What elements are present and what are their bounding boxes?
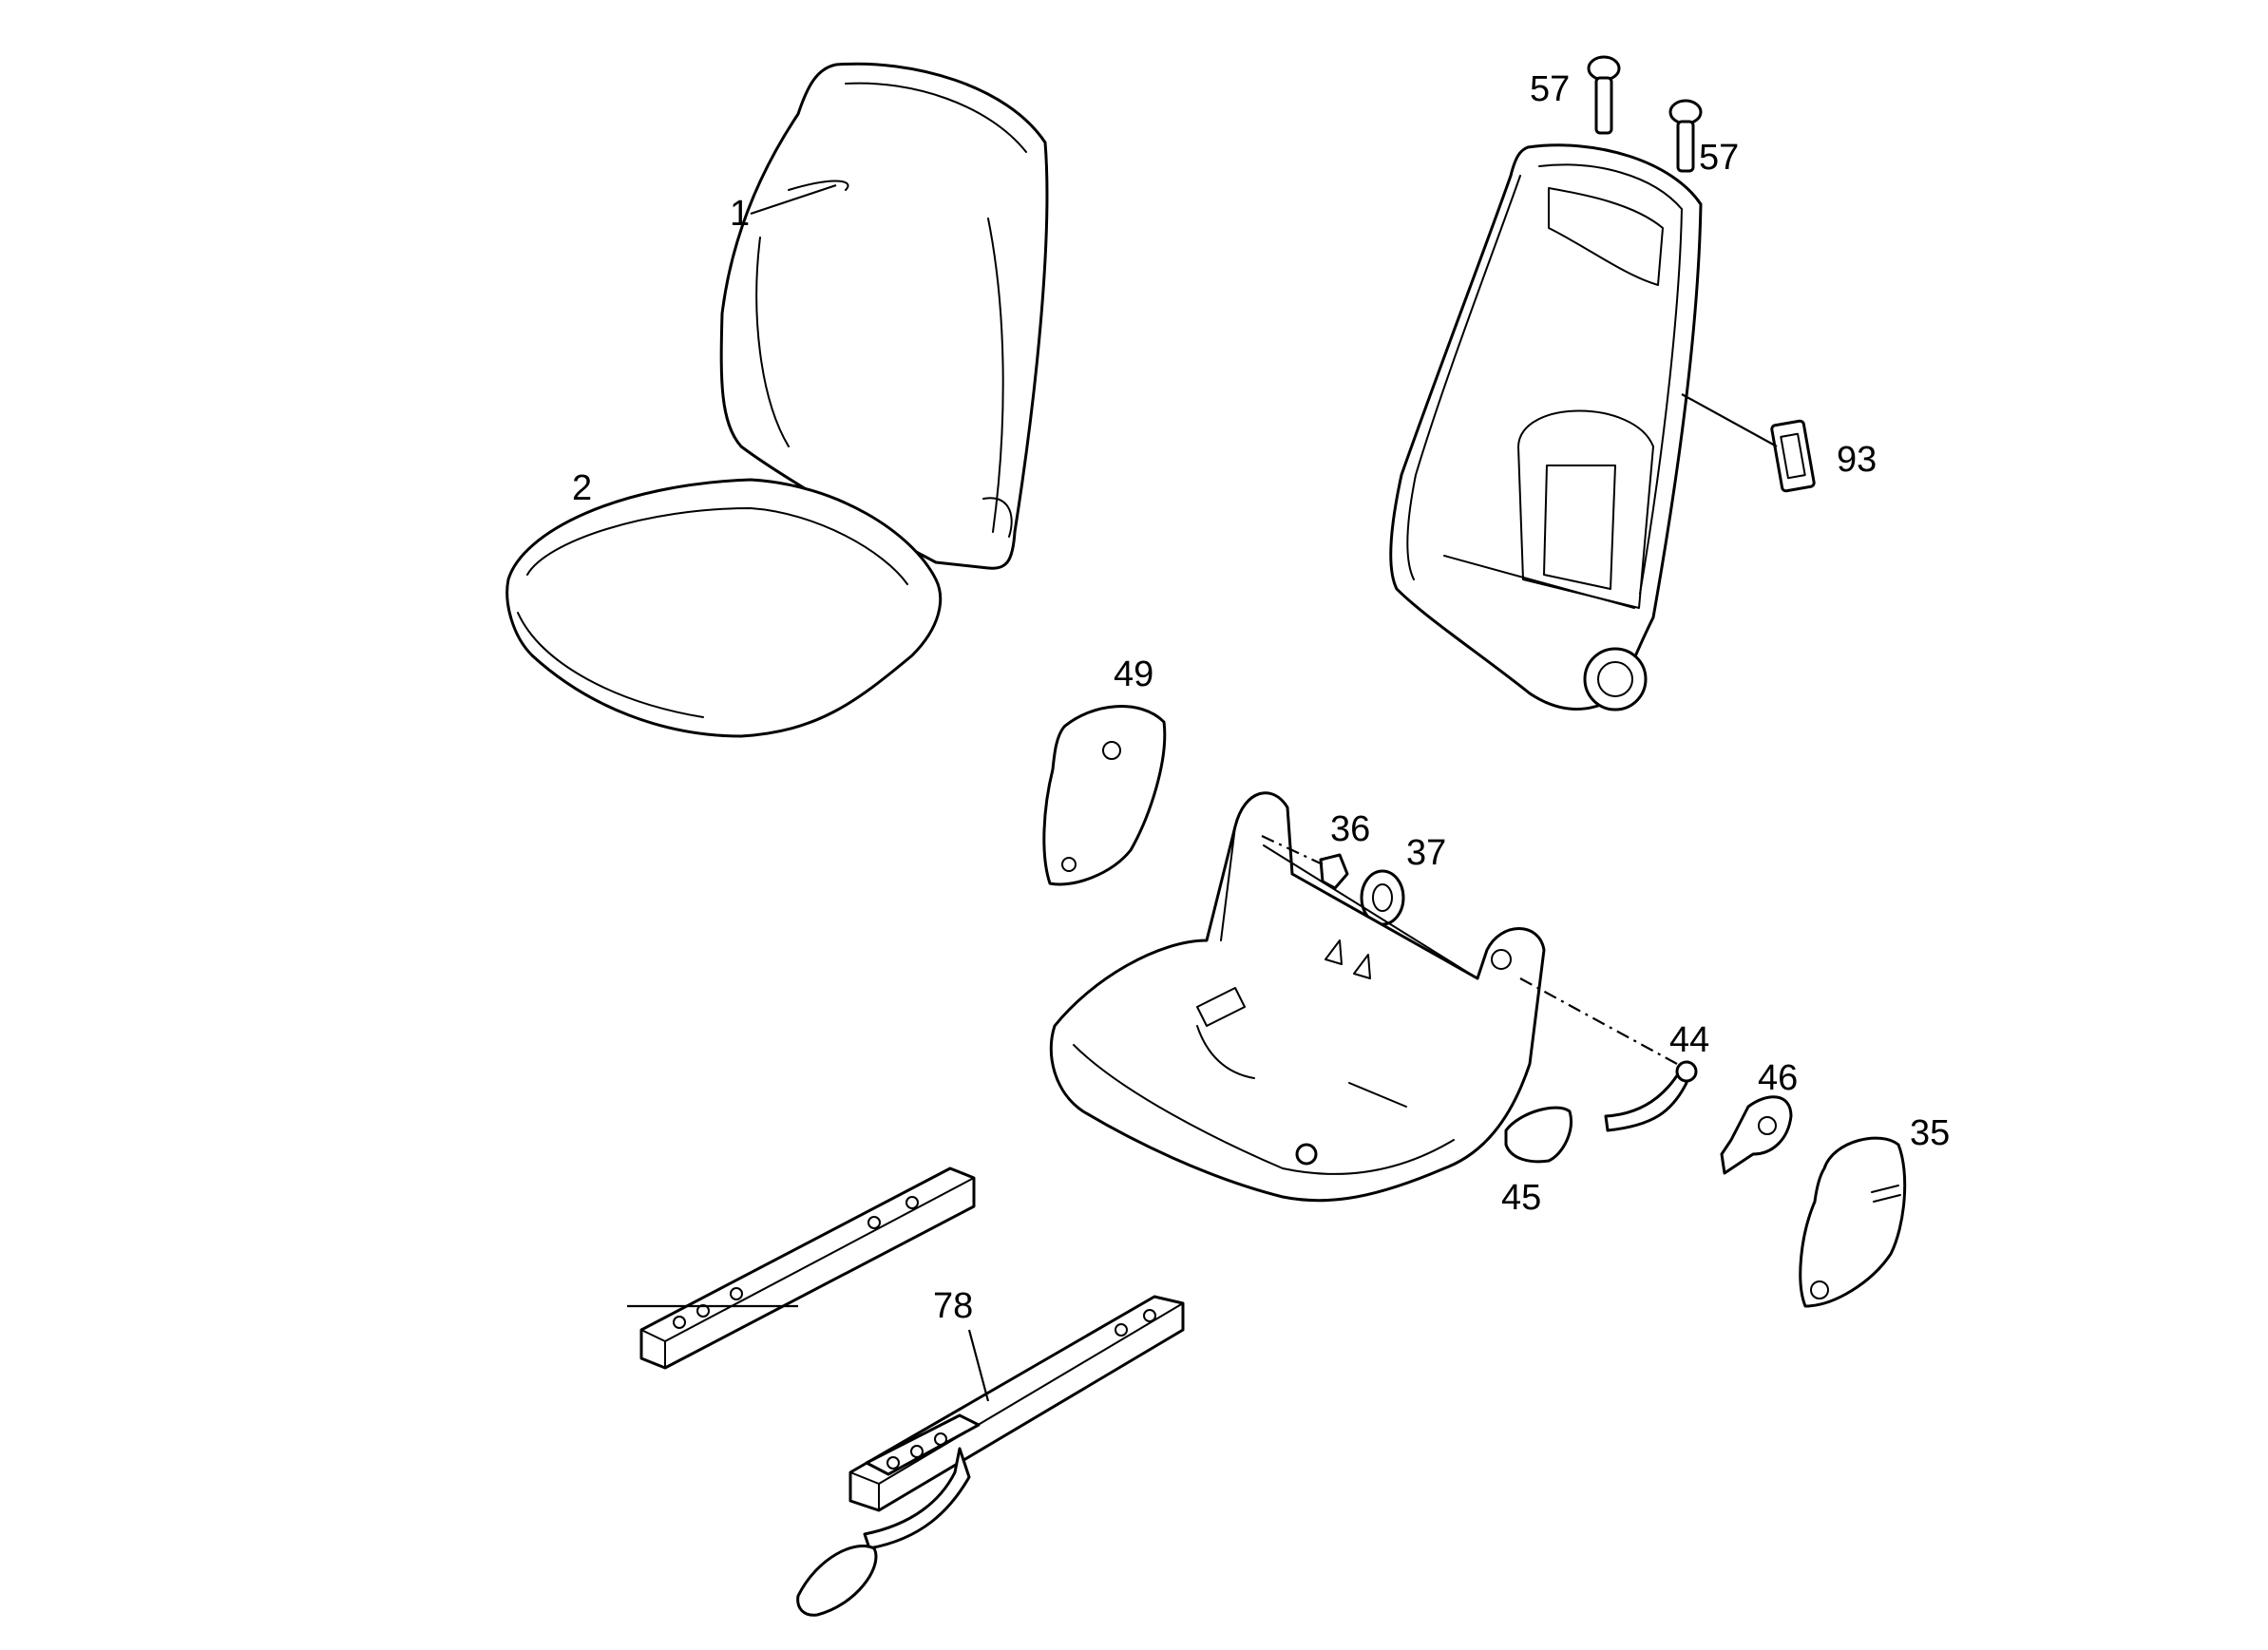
- callout-78: 78: [933, 1286, 973, 1326]
- part-45-cap: [1504, 1106, 1572, 1164]
- callout-1: 1: [730, 194, 750, 234]
- part-57-bolt-a: [1587, 55, 1621, 135]
- part-35-side-panel: [1799, 1136, 1907, 1308]
- part-57-bolt-b: [1668, 99, 1703, 173]
- callout-35: 35: [1910, 1113, 1950, 1153]
- callout-labels: 1 2 57 57 93 49 36 37 44 46 35 45 78: [572, 69, 1950, 1326]
- part-36-clip: [1319, 853, 1349, 890]
- callout-49: 49: [1114, 654, 1153, 694]
- part-93-switch: [1770, 419, 1816, 493]
- part-44-lever: [1604, 1060, 1698, 1132]
- callout-57-a: 57: [1530, 69, 1570, 109]
- leader-lines: [627, 183, 1778, 1402]
- callout-44: 44: [1669, 1020, 1709, 1060]
- part-37-knob: [1360, 869, 1405, 926]
- seat-rail-release-handle: [796, 1447, 971, 1617]
- callout-46: 46: [1758, 1058, 1798, 1098]
- backrest-frame: [1389, 143, 1703, 711]
- callout-37: 37: [1406, 833, 1446, 873]
- part-78-seat-rail-left: [639, 1166, 976, 1370]
- callout-45: 45: [1501, 1178, 1541, 1218]
- callout-93: 93: [1837, 440, 1877, 480]
- seat-frame: [1049, 791, 1546, 1203]
- callout-2: 2: [572, 468, 592, 508]
- part-46-bracket: [1720, 1095, 1793, 1175]
- callout-57-b: 57: [1699, 138, 1739, 178]
- callout-36: 36: [1330, 809, 1370, 849]
- part-78-seat-rail-right: [848, 1295, 1185, 1512]
- part-2-seat-cushion: [505, 478, 943, 738]
- part-49-side-cover: [1042, 705, 1167, 886]
